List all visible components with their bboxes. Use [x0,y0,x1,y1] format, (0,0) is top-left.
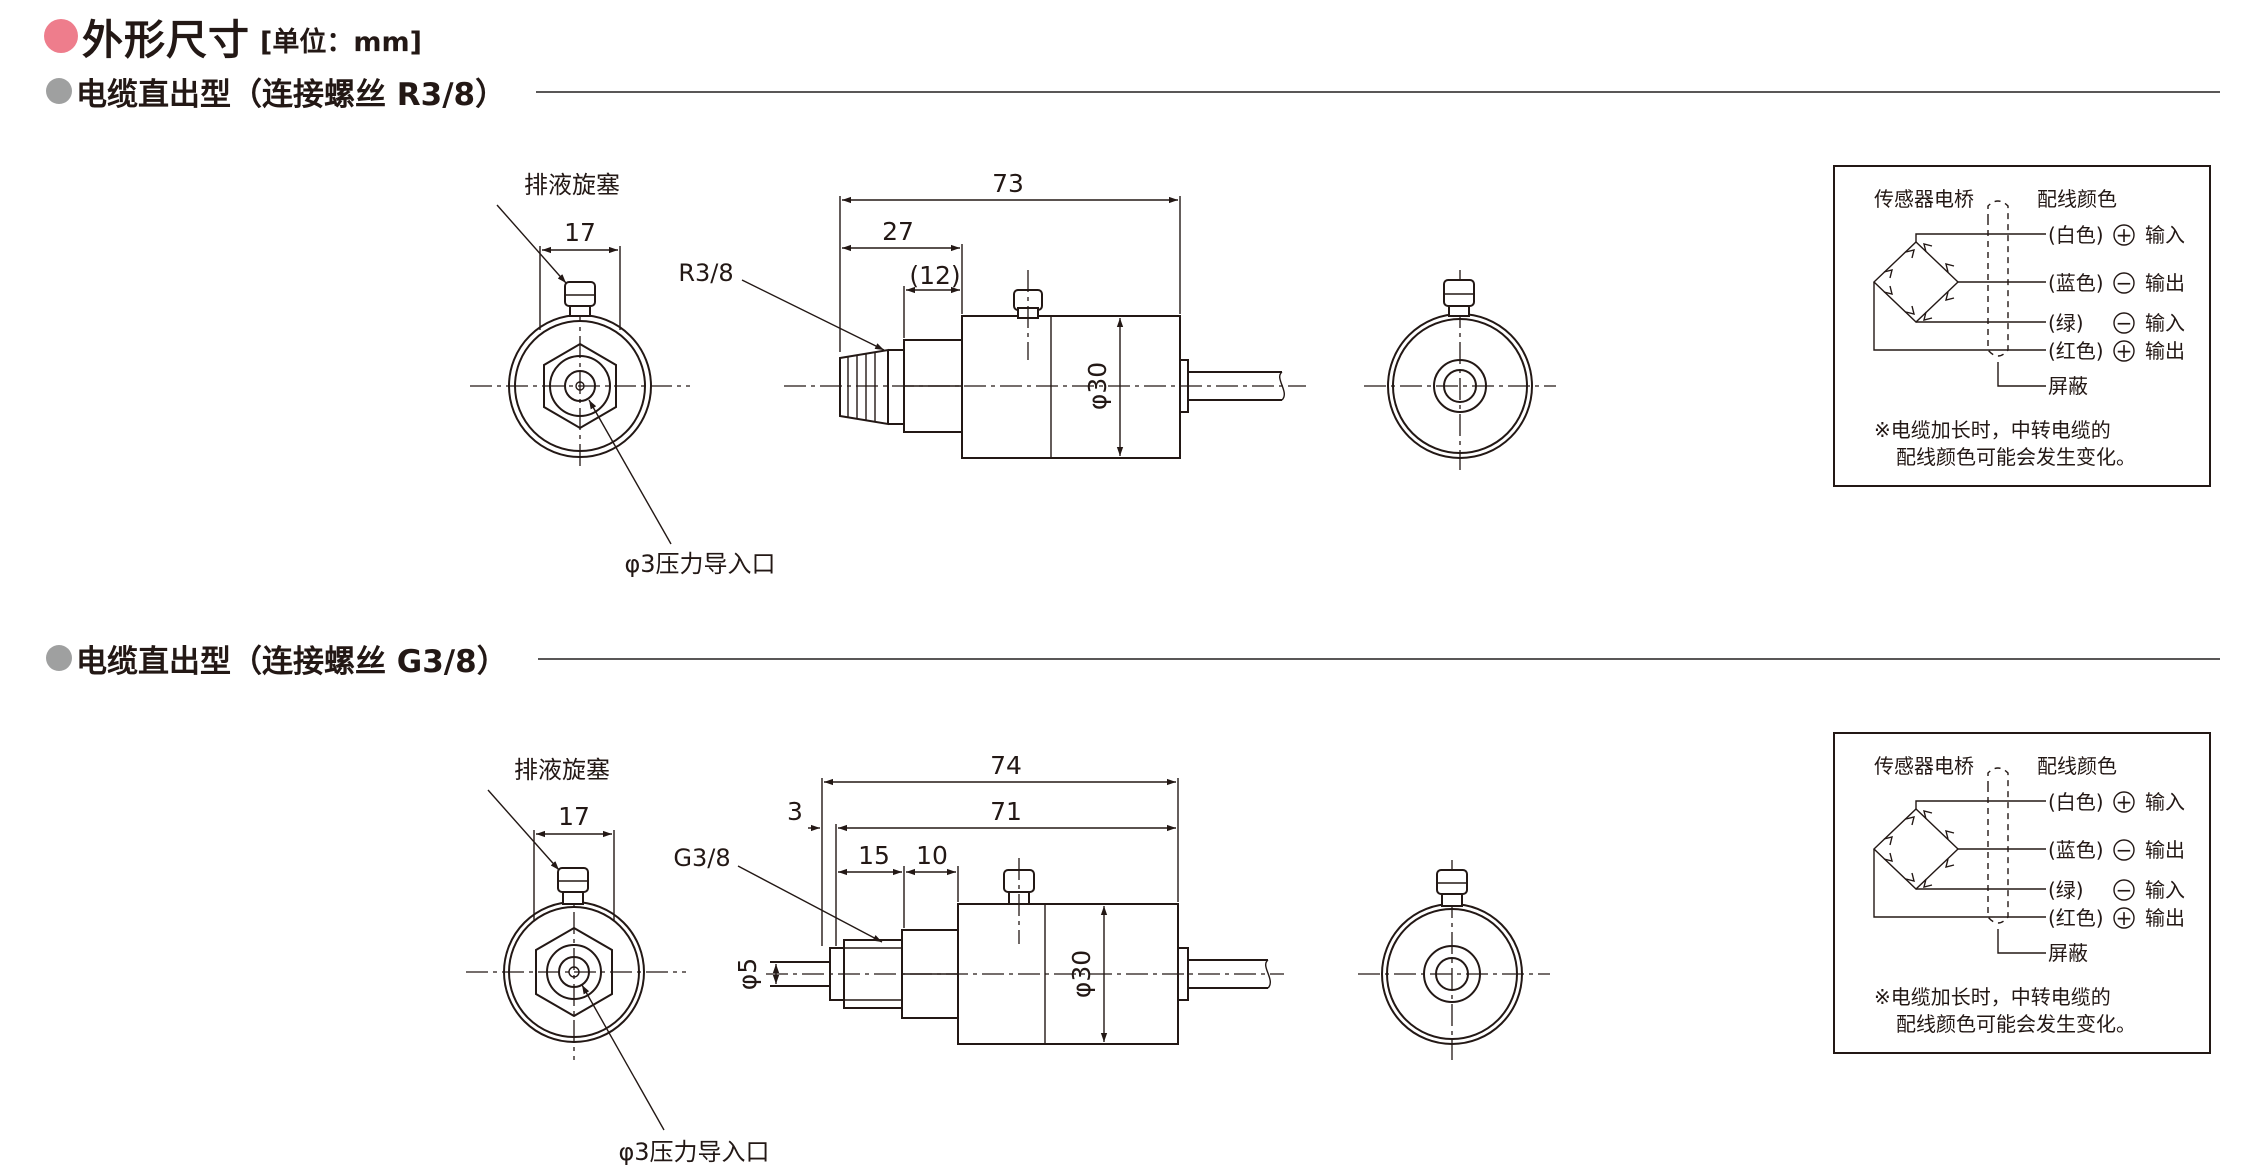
note-line: 配线颜色可能会发生变化。 [1896,445,2136,469]
wire-color: (红色) [2048,339,2104,363]
wiring-legend-g38: 传感器电桥 配线颜色 (白色) + 输入 (蓝色) − 输出 (绿) − 输入 … [1873,754,2185,1036]
plus-icon: + [2116,790,2133,814]
minus-icon: − [2116,271,2133,295]
plus-icon: + [2116,906,2133,930]
wire-color: (蓝色) [2048,271,2104,295]
dimension-overall: 73 [992,169,1024,198]
pressure-inlet-label: φ3压力导入口 [618,1138,769,1166]
page-title: 外形尺寸 [82,16,250,64]
wire-color: (蓝色) [2048,838,2104,862]
wire-color: (红色) [2048,906,2104,930]
drain-plug-label: 排液旋塞 [514,756,610,784]
wire-role: 输出 [2145,339,2185,363]
dimension-width: 17 [558,802,590,831]
side-view-g38: φ30 φ5 74 71 3 15 10 G3/8 [673,751,1284,1045]
drain-plug-label: 排液旋塞 [524,171,620,199]
wire-role: 输出 [2145,271,2185,295]
front-view-g38: 17 排液旋塞 φ3压力导入口 [466,756,770,1166]
subsection-title: 电缆直出型（连接螺丝 G3/8） [76,643,508,680]
dimension-length: 71 [990,797,1022,826]
dimension-diameter: φ30 [1083,362,1112,410]
shield-label: 屏蔽 [2048,941,2088,965]
colors-header: 配线颜色 [2037,754,2117,778]
rear-view-g38 [1358,860,1550,1060]
side-view-r38: φ30 73 27 (12) R3/8 [678,169,1306,459]
dimension-to-body: 27 [882,217,914,246]
wire-color: (绿) [2048,878,2084,902]
pressure-inlet-label: φ3压力导入口 [624,550,775,578]
unit-label: [单位：mm] [260,26,422,58]
subsection-header-r38: 电缆直出型（连接螺丝 R3/8） [46,68,506,114]
dimension-bore: φ5 [733,958,762,990]
subsection-title: 电缆直出型（连接螺丝 R3/8） [76,76,507,113]
bullet-icon [44,19,78,53]
dimension-overall: 74 [990,751,1022,780]
dimension-thread-length: 15 [858,841,890,870]
wire-role: 输入 [2145,790,2185,814]
minus-icon: − [2116,311,2133,335]
wiring-legend-box [1833,165,2211,487]
front-view-r38: 17 排液旋塞 φ3压力导入口 [470,171,776,578]
dimension-hex: (12) [909,261,960,290]
thread-label: R3/8 [678,259,733,287]
wire-role: 输出 [2145,838,2185,862]
wire-color: (白色) [2048,790,2104,814]
note-line: ※电缆加长时，中转电缆的 [1874,985,2111,1009]
wire-color: (白色) [2048,223,2104,247]
subsection-header-g38: 电缆直出型（连接螺丝 G3/8） [46,635,508,681]
rear-view-r38 [1364,270,1556,470]
dimension-offset: 3 [787,797,803,826]
wiring-legend-r38: 传感器电桥 配线颜色 (白色) + 输入 (蓝色) − 输出 (绿) − 输入 … [1873,187,2185,469]
bridge-label: 传感器电桥 [1874,187,1974,211]
wire-role: 输入 [2145,311,2185,335]
bridge-label: 传感器电桥 [1874,754,1974,778]
shield-label: 屏蔽 [2048,374,2088,398]
plus-icon: + [2116,223,2133,247]
minus-icon: − [2116,878,2133,902]
note-line: ※电缆加长时，中转电缆的 [1874,418,2111,442]
wire-role: 输入 [2145,223,2185,247]
divider [538,658,2220,660]
dimension-diameter: φ30 [1067,950,1096,998]
thread-label: G3/8 [673,844,730,872]
plus-icon: + [2116,339,2133,363]
divider [536,91,2220,93]
section-header: 外形尺寸 [单位：mm] [44,8,422,64]
dimension-width: 17 [564,218,596,247]
dimension-hex: 10 [916,841,948,870]
wire-color: (绿) [2048,311,2084,335]
wire-role: 输出 [2145,906,2185,930]
minus-icon: − [2116,838,2133,862]
colors-header: 配线颜色 [2037,187,2117,211]
bullet-icon [46,78,72,104]
bullet-icon [46,645,72,671]
note-line: 配线颜色可能会发生变化。 [1896,1012,2136,1036]
wiring-legend-box [1833,732,2211,1054]
wire-role: 输入 [2145,878,2185,902]
